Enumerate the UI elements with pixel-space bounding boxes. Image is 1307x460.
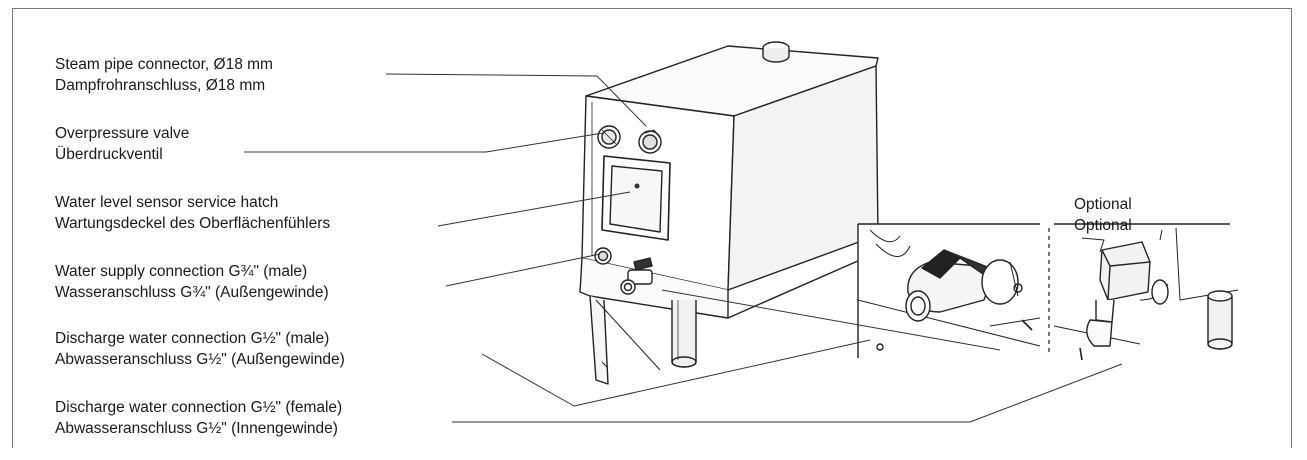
label-de: Dampfrohranschluss, Ø18 mm bbox=[55, 77, 266, 94]
label-en: Discharge water connection G½" (female) bbox=[55, 399, 343, 416]
leader-service-hatch bbox=[437, 191, 631, 227]
detail-ball-valve bbox=[857, 223, 1044, 358]
label-de: Wartungsdeckel des Oberflächenfühlers bbox=[55, 215, 331, 232]
service-hatch bbox=[601, 155, 671, 241]
optional-en: Optional bbox=[1074, 196, 1132, 213]
top-valves bbox=[597, 125, 662, 154]
leader-lines bbox=[244, 73, 1123, 423]
label-en: Discharge water connection G½" (male) bbox=[55, 330, 330, 347]
discharge-valve bbox=[620, 257, 653, 295]
water-supply-connector bbox=[594, 247, 612, 265]
label-optional: Optional Optional bbox=[1074, 194, 1132, 236]
label-steam-pipe-connector: Steam pipe connector, Ø18 mm Dampfrohran… bbox=[55, 54, 273, 96]
leader-steam-pipe bbox=[385, 73, 647, 127]
label-discharge-female: Discharge water connection G½" (female) … bbox=[55, 397, 342, 439]
label-en: Water supply connection G¾" (male) bbox=[55, 263, 308, 280]
leader-discharge-male bbox=[481, 339, 871, 407]
label-de: Wasseranschluss G¾" (Außengewinde) bbox=[55, 284, 329, 301]
label-de: Überdruckventil bbox=[55, 146, 163, 163]
label-service-hatch: Water level sensor service hatch Wartung… bbox=[55, 192, 330, 234]
leader-water-supply bbox=[445, 253, 601, 287]
optional-de: Optional bbox=[1074, 217, 1132, 234]
leader-discharge-female bbox=[452, 363, 1123, 423]
label-en: Water level sensor service hatch bbox=[55, 194, 279, 211]
label-water-supply: Water supply connection G¾" (male) Wasse… bbox=[55, 261, 329, 303]
label-en: Steam pipe connector, Ø18 mm bbox=[55, 56, 273, 73]
leader-overpressure bbox=[244, 132, 604, 153]
label-discharge-male: Discharge water connection G½" (male) Ab… bbox=[55, 328, 345, 370]
label-en: Overpressure valve bbox=[55, 125, 190, 142]
figure-frame bbox=[12, 8, 1292, 448]
label-de: Abwasseranschluss G½" (Außengewinde) bbox=[55, 351, 345, 368]
label-overpressure-valve: Overpressure valve Überdruckventil bbox=[55, 123, 189, 165]
detail-optional-solenoid bbox=[1053, 223, 1239, 361]
label-de: Abwasseranschluss G½" (Innengewinde) bbox=[55, 420, 338, 437]
